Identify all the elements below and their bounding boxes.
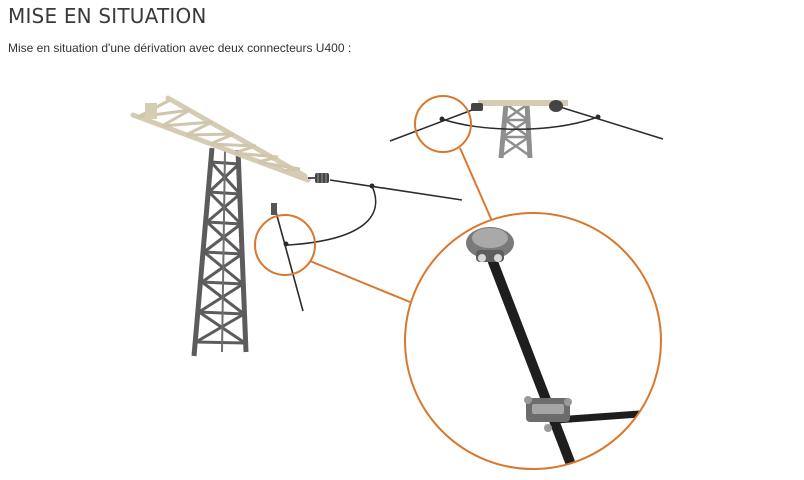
secondary-insulators bbox=[439, 100, 601, 122]
connector-point bbox=[283, 241, 289, 247]
connector-u400-bottom bbox=[524, 396, 572, 432]
main-cables bbox=[275, 179, 463, 312]
highlight-ring-top bbox=[414, 95, 493, 222]
pylon-tower bbox=[191, 147, 249, 357]
zoom-detail bbox=[404, 212, 662, 470]
insulator-icon bbox=[308, 173, 329, 183]
page-title: MISE EN SITUATION bbox=[8, 4, 207, 28]
secondary-pylon bbox=[478, 100, 568, 159]
connector-point bbox=[369, 183, 375, 189]
highlight-ring-left bbox=[254, 214, 411, 303]
intro-text: Mise en situation d'une dérivation avec … bbox=[8, 41, 352, 55]
derivation-top-fitting bbox=[271, 203, 277, 215]
connector-u400-top bbox=[466, 227, 514, 262]
secondary-cables bbox=[389, 106, 664, 142]
pylon-crossarm bbox=[130, 95, 311, 183]
